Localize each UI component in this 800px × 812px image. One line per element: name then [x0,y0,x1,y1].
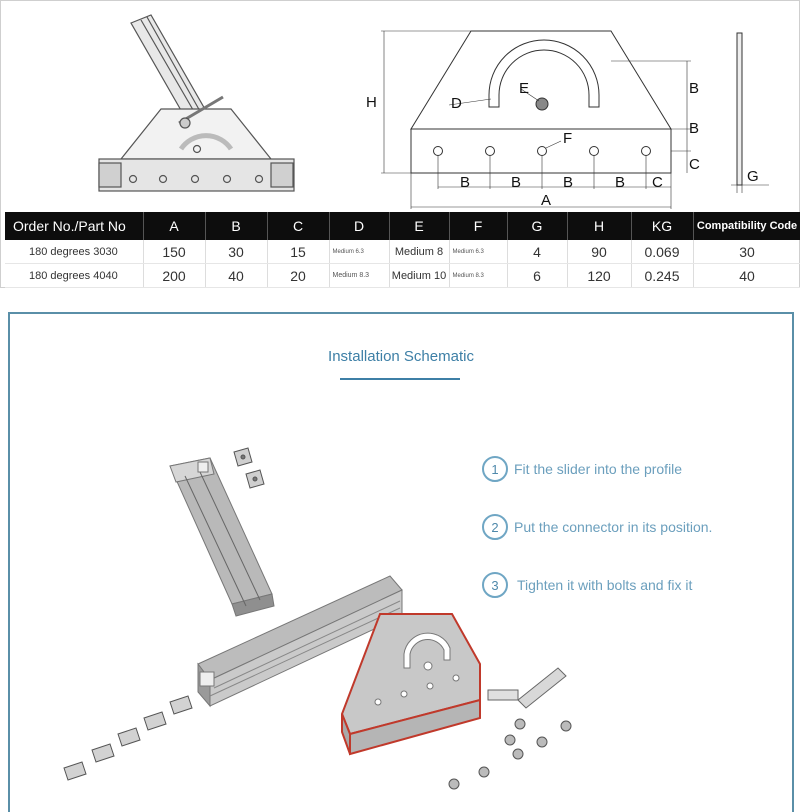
dim-label-a: A [541,192,551,209]
cell-compatibility: 30 [693,240,800,264]
dim-label-g: G [747,168,759,185]
dim-label-f: F [563,130,572,147]
step-2: 2 Put the connector in its position. [482,514,712,540]
installation-illustration [63,447,572,790]
step-3-text: Tighten it with bolts and fix it [517,577,693,593]
cell-d: Medium 8.3 [329,263,390,288]
step-1-number: 1 [482,456,508,482]
cell-g: 6 [507,263,568,288]
cell-e: Medium 10 [389,263,450,288]
cell-f: Medium 8.3 [449,263,508,288]
dim-label-h: H [366,94,377,111]
cell-b: 30 [205,240,268,264]
front-view [381,30,769,209]
col-header-f: F [449,212,508,240]
dim-label-c-side: C [689,156,700,173]
cell-g: 4 [507,240,568,264]
dim-label-c-bottom: C [652,174,663,191]
locking-handle [487,667,567,709]
col-header-a: A [143,212,206,240]
cell-d: Medium 6.3 [329,240,390,264]
bolts [448,718,572,790]
dim-label-b3: B [563,174,573,191]
col-header-kg: KG [631,212,694,240]
cell-h: 90 [567,240,632,264]
table-row: 180 degrees 3030 150 30 15 Medium 6.3 Me… [5,240,800,264]
cell-compatibility: 40 [693,263,800,288]
col-header-g: G [507,212,568,240]
cell-e: Medium 8 [389,240,450,264]
col-header-part-no: Order No./Part No [5,212,144,240]
col-header-d: D [329,212,390,240]
cell-part-no: 180 degrees 4040 [5,263,144,288]
dim-label-b-upper: B [689,80,699,97]
cell-b: 40 [205,263,268,288]
dim-label-e: E [519,80,529,97]
step-2-number: 2 [482,514,508,540]
dim-label-b2: B [511,174,521,191]
col-header-c: C [267,212,330,240]
cell-kg: 0.245 [631,263,694,288]
cell-a: 150 [143,240,206,264]
spec-table: Order No./Part No A B C D E F G H KG Com… [5,212,800,288]
cell-h: 120 [567,263,632,288]
horizontal-profile [197,575,403,708]
slider-nuts-bottom [63,695,193,781]
col-header-b: B [205,212,268,240]
step-3: 3 Tighten it with bolts and fix it [482,572,692,598]
cell-c: 20 [267,263,330,288]
step-2-text: Put the connector in its position. [514,519,713,535]
step-1-text: Fit the slider into the profile [514,461,683,477]
vertical-profile [169,457,275,617]
dim-label-b4: B [615,174,625,191]
cell-kg: 0.069 [631,240,694,264]
dim-label-b1: B [460,174,470,191]
col-header-h: H [567,212,632,240]
col-header-e: E [389,212,450,240]
installation-title: Installation Schematic [328,348,474,365]
col-header-compatibility: Compatibility Code [693,212,800,240]
slider-nuts-top [233,447,265,489]
installation-panel: Installation Schematic [8,312,794,812]
dim-label-d: D [451,95,462,112]
title-underline [340,378,460,380]
cell-c: 15 [267,240,330,264]
table-row: 180 degrees 4040 200 40 20 Medium 8.3 Me… [5,263,800,288]
cell-a: 200 [143,263,206,288]
step-3-number: 3 [482,572,508,598]
technical-drawing-panel: H D E F B B C B B B B C A G Order No./Pa… [0,0,800,288]
technical-drawing: H D E F B B C B B B B C A G [98,14,769,209]
bracket-plate [340,613,481,756]
spec-table-header: Order No./Part No A B C D E F G H KG Com… [5,212,800,240]
dim-label-b-middle: B [689,120,699,137]
cell-f: Medium 6.3 [449,240,508,264]
cell-part-no: 180 degrees 3030 [5,240,144,264]
assembly-sketch [98,14,295,192]
step-1: 1 Fit the slider into the profile [482,456,682,482]
